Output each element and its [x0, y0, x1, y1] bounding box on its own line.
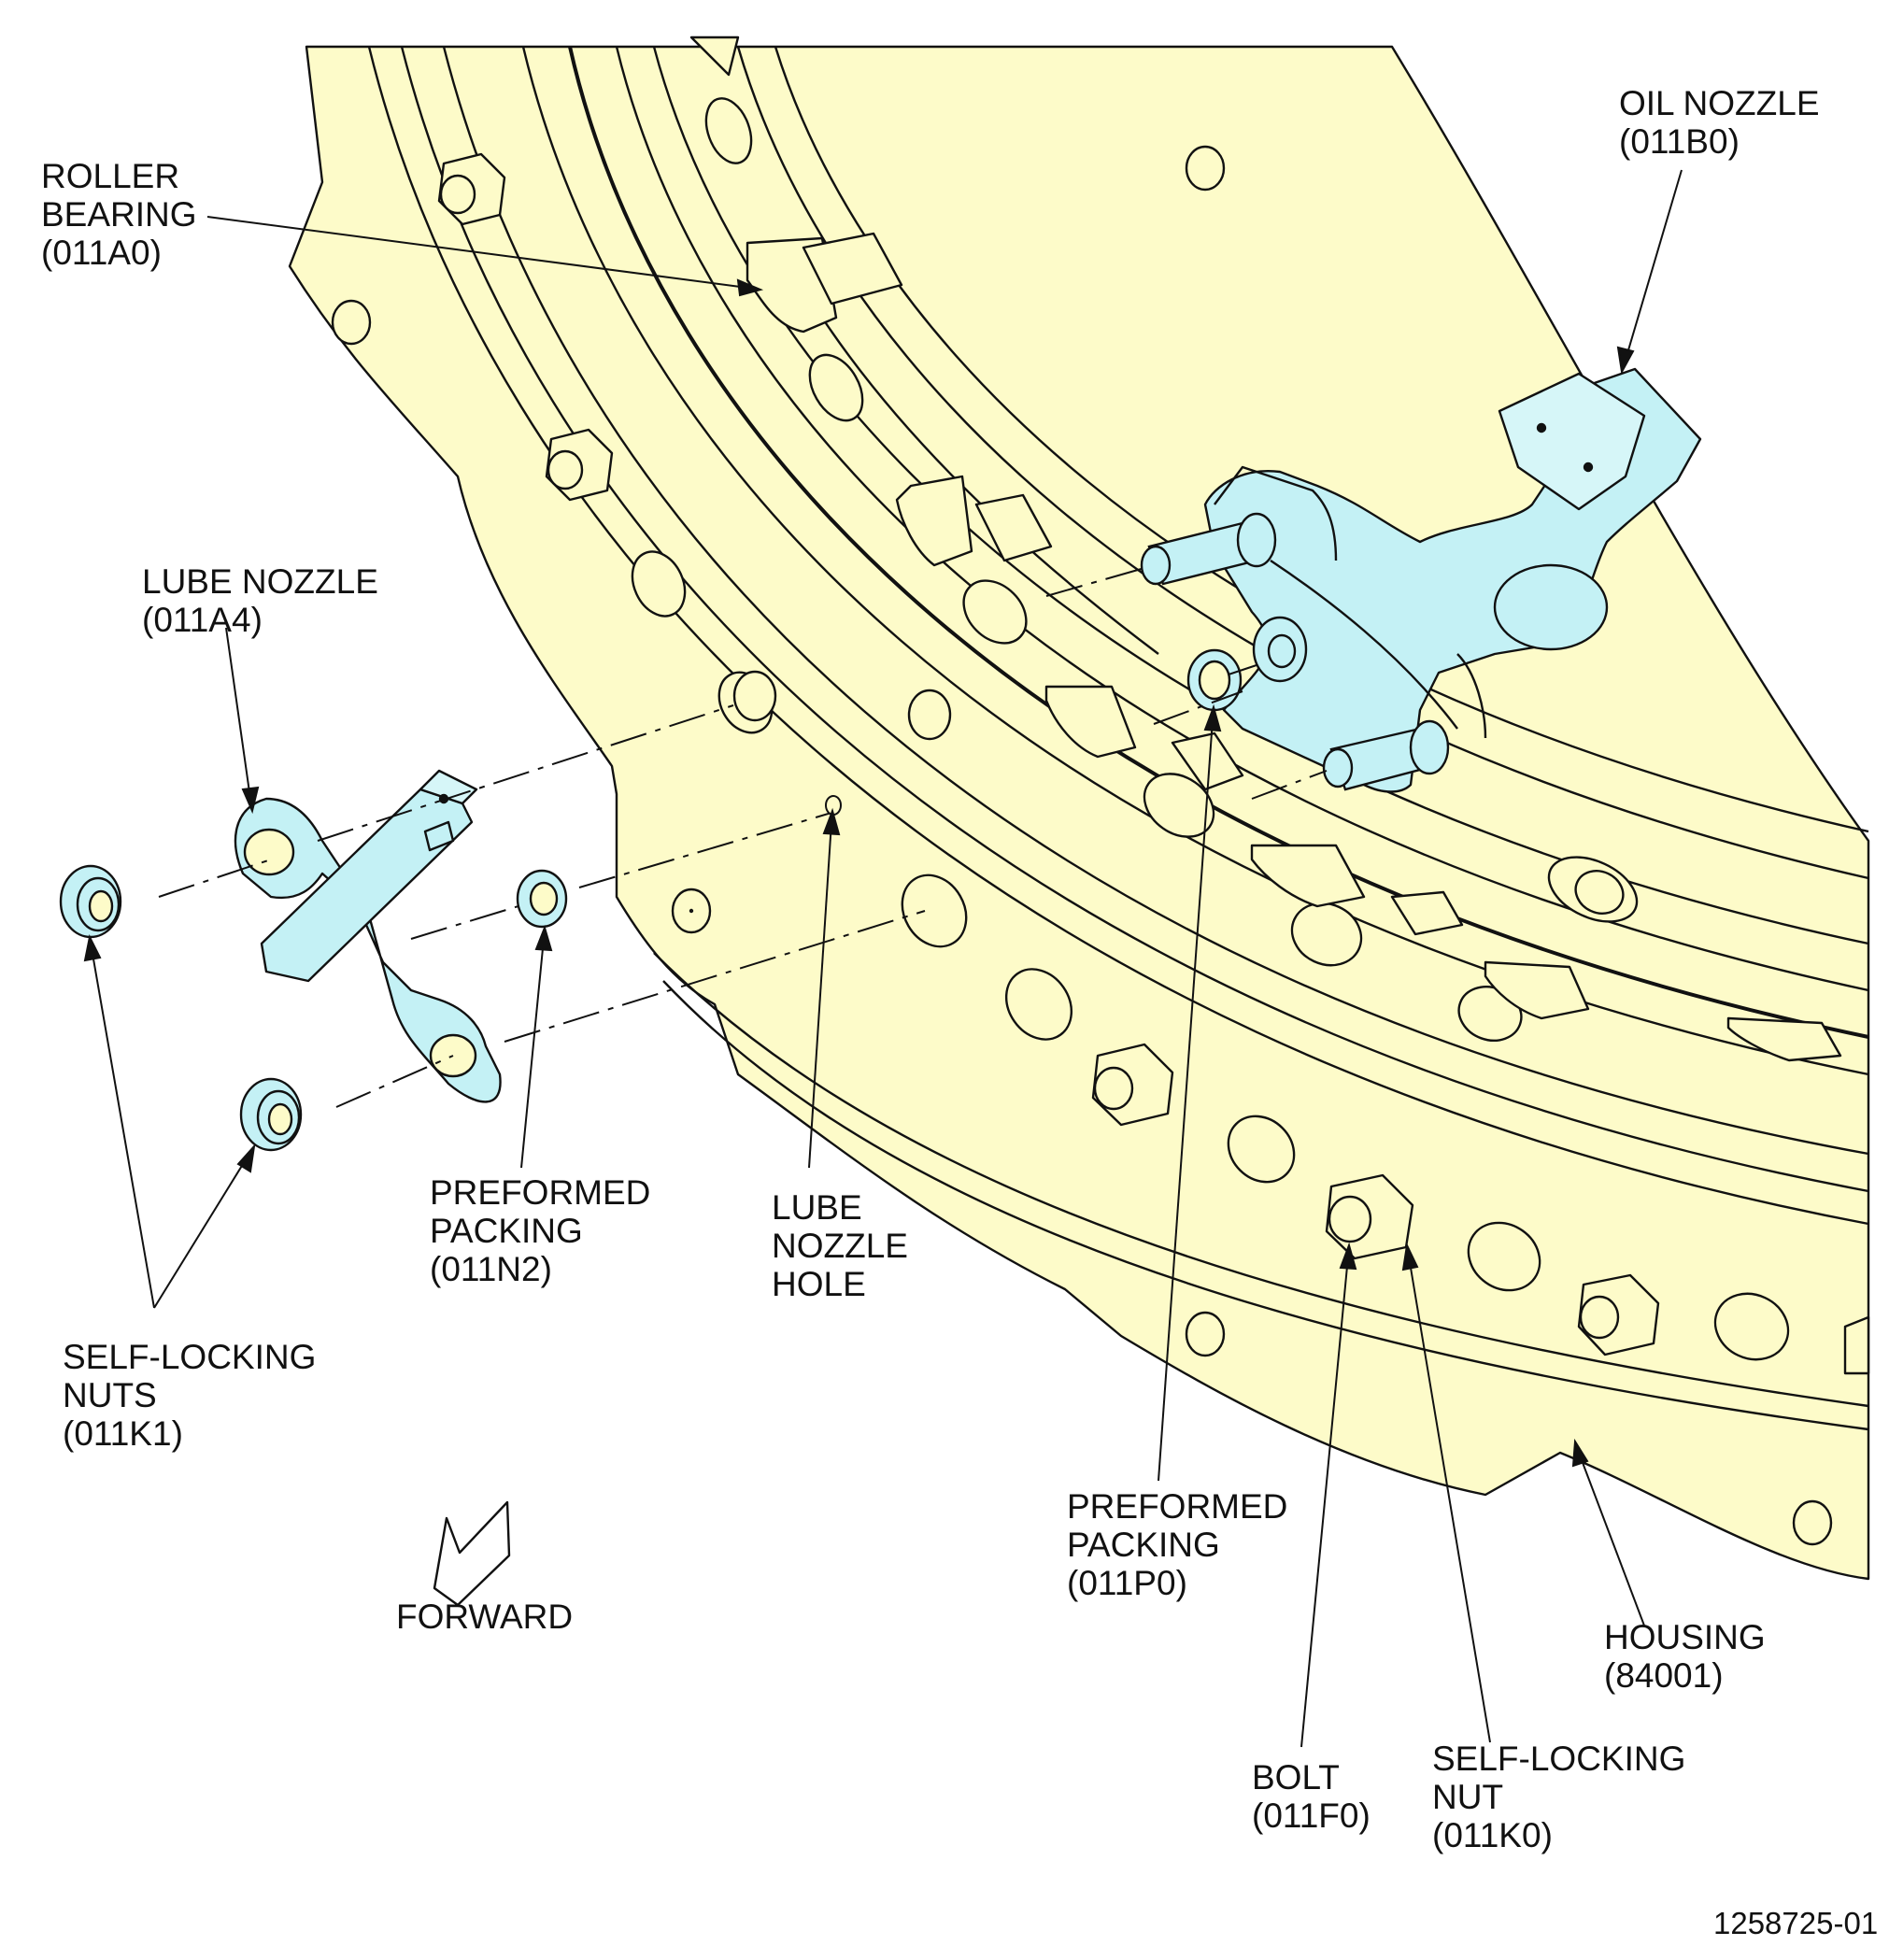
assembly-dash-lines: [158, 567, 1328, 1108]
self-locking-nuts: [59, 864, 303, 1152]
housing-ring-7: [652, 46, 1869, 945]
leader-packing-p0: [1158, 718, 1214, 1482]
ring-oval-holes: [631, 97, 1790, 1361]
housing-ring-2: [400, 46, 1869, 1193]
leader-oil-nozzle: [1625, 169, 1683, 361]
label-self-locking-nuts: SELF-LOCKING NUTS (011K1): [63, 1338, 317, 1453]
bolt-head: [1091, 1043, 1174, 1127]
label-forward: FORWARD: [396, 1598, 574, 1636]
bolt-head: [1325, 1173, 1414, 1260]
leader-lube-nozzle: [225, 627, 251, 800]
housing-outer-rim: [662, 980, 1869, 1431]
leader-packing-n2: [520, 938, 545, 1169]
leader-nuts-2: [153, 1156, 249, 1309]
label-preformed-packing-n2: PREFORMED PACKING (011N2): [430, 1173, 651, 1288]
housing-outer-rim-2: [653, 952, 1869, 1408]
ring-bolts: [437, 152, 1870, 1375]
label-self-locking-nut: SELF-LOCKING NUT (011K0): [1432, 1740, 1686, 1854]
housing-ring-9: [774, 46, 1869, 833]
bolt-head: [437, 152, 506, 226]
bolt-head: [1843, 1315, 1870, 1375]
nut-lower: [239, 1077, 303, 1152]
bolt-head: [1577, 1273, 1660, 1356]
nut-upper: [59, 864, 122, 939]
leader-nuts-1: [91, 947, 155, 1309]
stud-upper: [1140, 512, 1277, 586]
label-housing: HOUSING (84001): [1604, 1618, 1766, 1695]
housing-ring-1: [367, 46, 1869, 1226]
label-lube-nozzle: LUBE NOZZLE (011A4): [142, 562, 378, 639]
bearing-cage-tabs: [802, 232, 1464, 936]
housing-ring-6: [615, 46, 1869, 992]
housing-ring-8: [736, 46, 1869, 880]
leader-bolt: [1300, 1256, 1349, 1748]
oil-nozzle-studs: [1140, 512, 1450, 791]
label-bolt: BOLT (011F0): [1252, 1758, 1371, 1835]
leader-lines: [83, 169, 1683, 1748]
housing-port: [1547, 856, 1639, 923]
housing-outline: [288, 45, 1870, 1581]
stud-lower: [1322, 719, 1450, 791]
housing-ring-5: [568, 46, 1869, 1039]
leader-lube-hole: [808, 821, 832, 1169]
bolt-head: [545, 428, 614, 502]
leader-housing: [1578, 1452, 1645, 1626]
forward-arrow-icon: [433, 1500, 511, 1607]
label-roller-bearing: ROLLER BEARING (011A0): [41, 157, 197, 272]
housing: [288, 36, 1870, 1581]
preformed-packing-p0: [1186, 648, 1243, 712]
leader-roller-bearing: [206, 216, 748, 289]
stud-middle: [1252, 616, 1308, 683]
label-lube-nozzle-hole: LUBE NOZZLE HOLE: [772, 1188, 908, 1303]
label-oil-nozzle: OIL NOZZLE (011B0): [1619, 84, 1820, 161]
figure-id: 1258725-01: [1713, 1906, 1879, 1940]
label-preformed-packing-p0: PREFORMED PACKING (011P0): [1067, 1487, 1288, 1602]
preformed-packing-n2: [516, 869, 568, 929]
lube-nozzle: [234, 769, 502, 1103]
leader-self-locking-nut: [1408, 1256, 1491, 1743]
